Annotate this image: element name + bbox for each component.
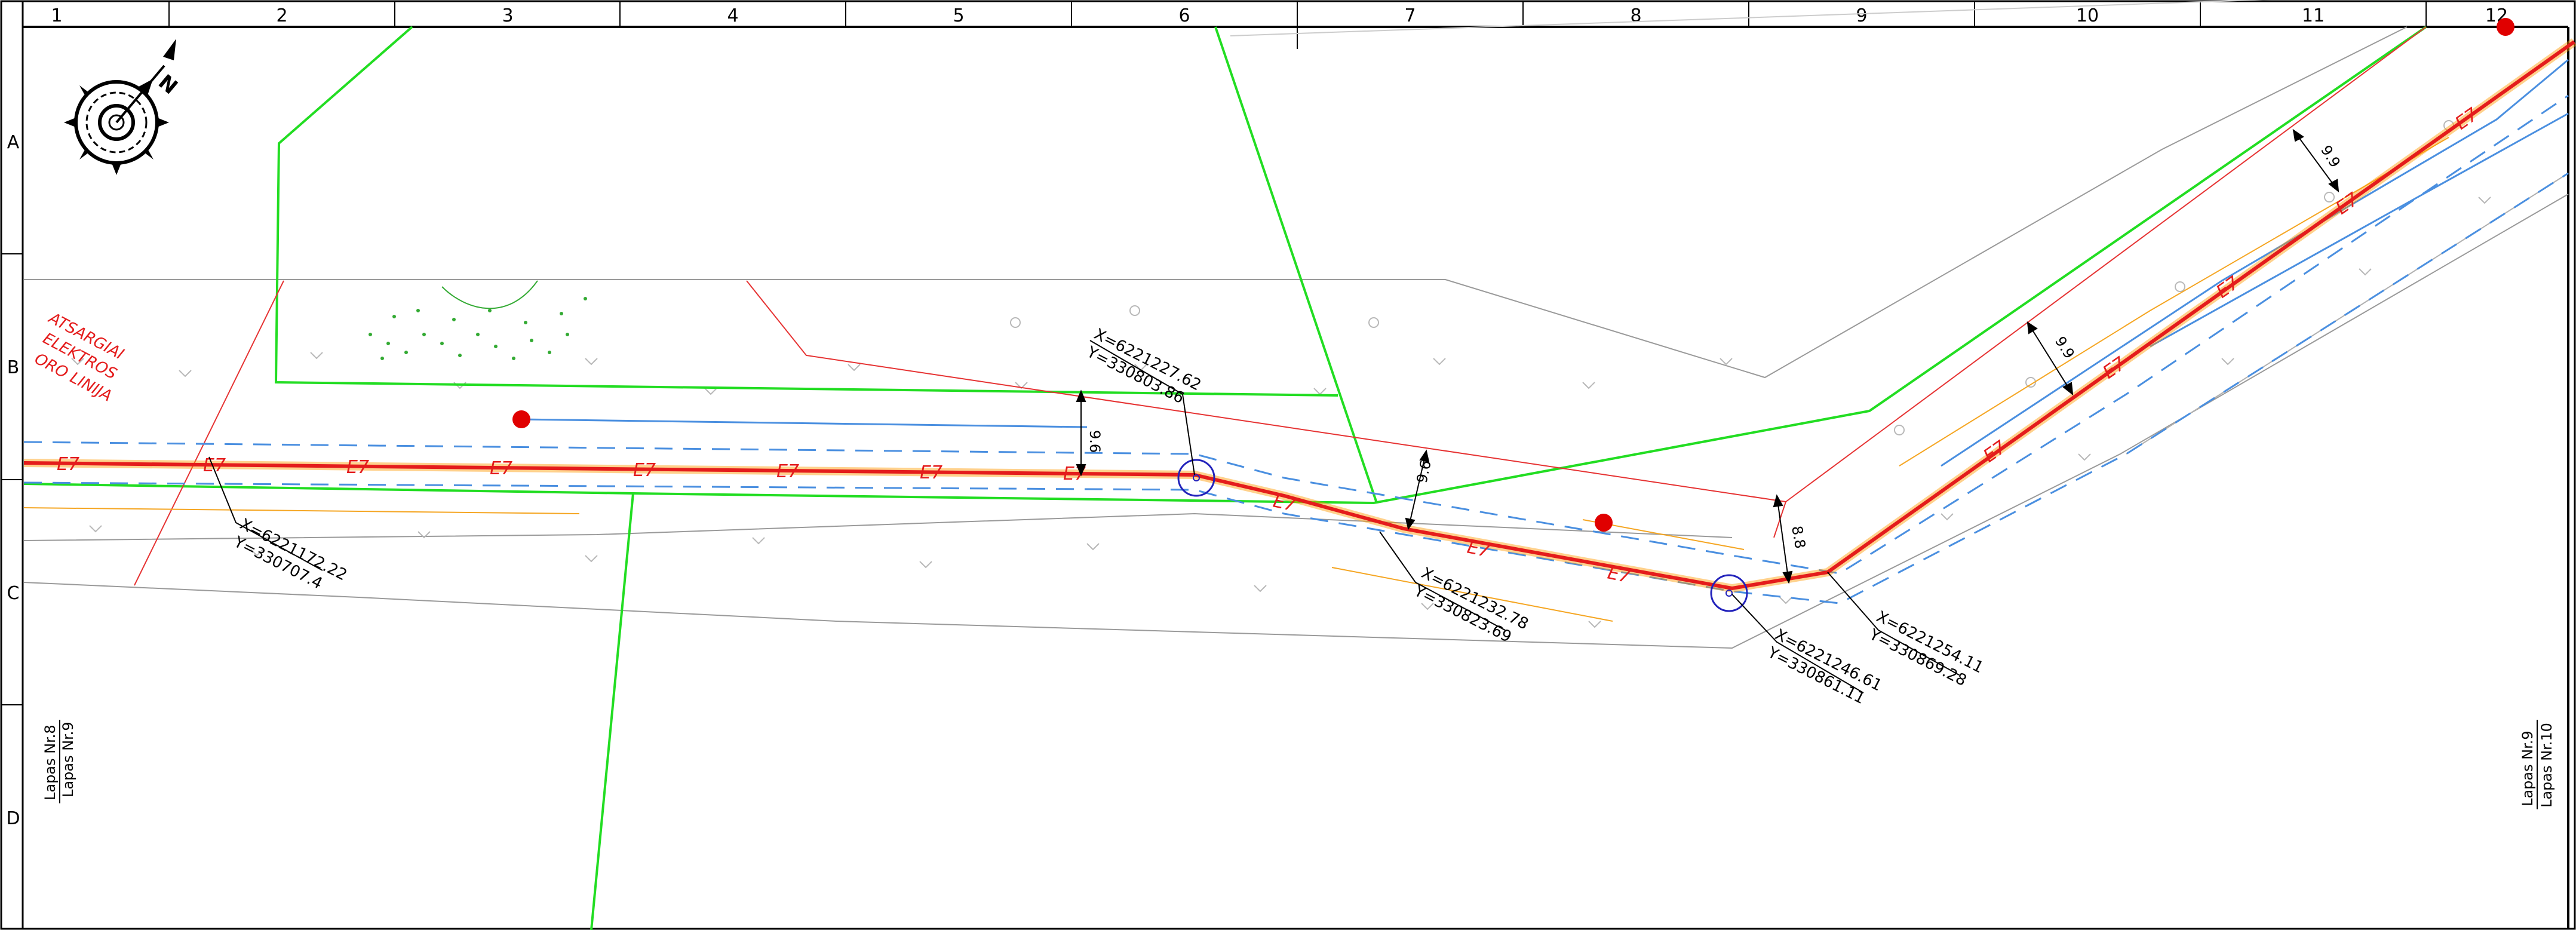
column-label: 6 [1178, 5, 1190, 26]
sheet-ref-previous: Lapas Nr.8 [42, 725, 59, 800]
column-label: 7 [1404, 5, 1416, 26]
marker-dot [1595, 514, 1613, 532]
dimension-lines [1076, 128, 2339, 584]
column-label: 8 [1630, 5, 1641, 26]
column-label: 2 [276, 5, 287, 26]
ground-symbols [71, 120, 2491, 628]
sheet-ref-right: Lapas Nr.9 Lapas Nr.10 [2519, 720, 2555, 809]
column-label: 1 [51, 5, 62, 26]
column-labels: 1 2 3 4 5 6 7 8 9 10 11 12 [51, 5, 2508, 26]
cable-label: E7 [1605, 563, 1632, 588]
cable-label: E7 [1465, 537, 1491, 562]
coordinate-callout: X=6221246.61 Y=330861.11 [1764, 626, 1885, 708]
dimension-value: 9.9 [2317, 142, 2344, 170]
north-arrow-icon: N [64, 39, 182, 175]
cable-label: E7 [1271, 491, 1297, 516]
sheet-ref-left: Lapas Nr.8 Lapas Nr.9 [42, 720, 76, 803]
column-label: 11 [2302, 5, 2325, 26]
utility-lines [23, 59, 2569, 604]
coordinate-callout: X=6221172.22 Y=330707.4 [231, 515, 350, 593]
gas-lines [23, 137, 2449, 622]
column-label: 4 [727, 5, 738, 26]
column-label: 3 [502, 5, 513, 26]
cable-label: E7 [203, 455, 226, 476]
overhead-line-label: ATSARGIAI ELEKTROS ORO LINIJA [32, 309, 127, 406]
column-label: 5 [953, 5, 964, 26]
marker-dot [512, 410, 530, 428]
cable-well-icon [1710, 574, 1748, 612]
topographic-lines [23, 0, 2569, 649]
marker-dot [2497, 18, 2514, 36]
sheet-ref-current: Lapas Nr.9 [60, 722, 76, 797]
cable-label: E7 [920, 462, 942, 483]
column-label: 9 [1856, 5, 1867, 26]
sheet-ref-current: Lapas Nr.9 [2519, 731, 2536, 806]
coordinate-callout: X=6221232.78 Y=330823.69 [1411, 564, 1531, 647]
overhead-power-lines [134, 26, 2427, 586]
cable-label: E7 [57, 454, 79, 475]
dimension-value: 8.8 [1788, 524, 1809, 550]
sheet-ref-next: Lapas Nr.10 [2538, 723, 2555, 808]
row-label: B [7, 357, 20, 378]
trees-cluster [369, 297, 587, 360]
coordinate-callout: X=6221227.62 Y=330803.86 [1083, 326, 1204, 408]
coordinate-callout: X=6221254.11 Y=330869.28 [1866, 608, 1987, 690]
cable-label: E7 [776, 461, 799, 482]
cable-label: E7 [633, 460, 656, 481]
dimension-value: 9.6 [1413, 459, 1434, 484]
land-parcel-boundaries [23, 26, 2427, 930]
cable-label: E7 [346, 457, 369, 478]
row-label: C [7, 583, 20, 604]
coordinate-leaders [208, 340, 1960, 693]
cable-route-e7 [23, 38, 2576, 593]
tree-canopy-outline [441, 280, 538, 309]
dimension-value: 9.6 [1086, 430, 1103, 453]
row-labels: A B C D [6, 132, 20, 829]
cable-label: E7 [490, 458, 512, 479]
cable-labels: E7 E7 E7 E7 E7 E7 E7 E7 E7 E7 E7 E7 E7 E… [57, 104, 2482, 588]
row-label: D [6, 808, 20, 829]
row-label: A [7, 132, 20, 153]
column-label: 10 [2076, 5, 2099, 26]
cable-well-icon [1177, 459, 1215, 497]
